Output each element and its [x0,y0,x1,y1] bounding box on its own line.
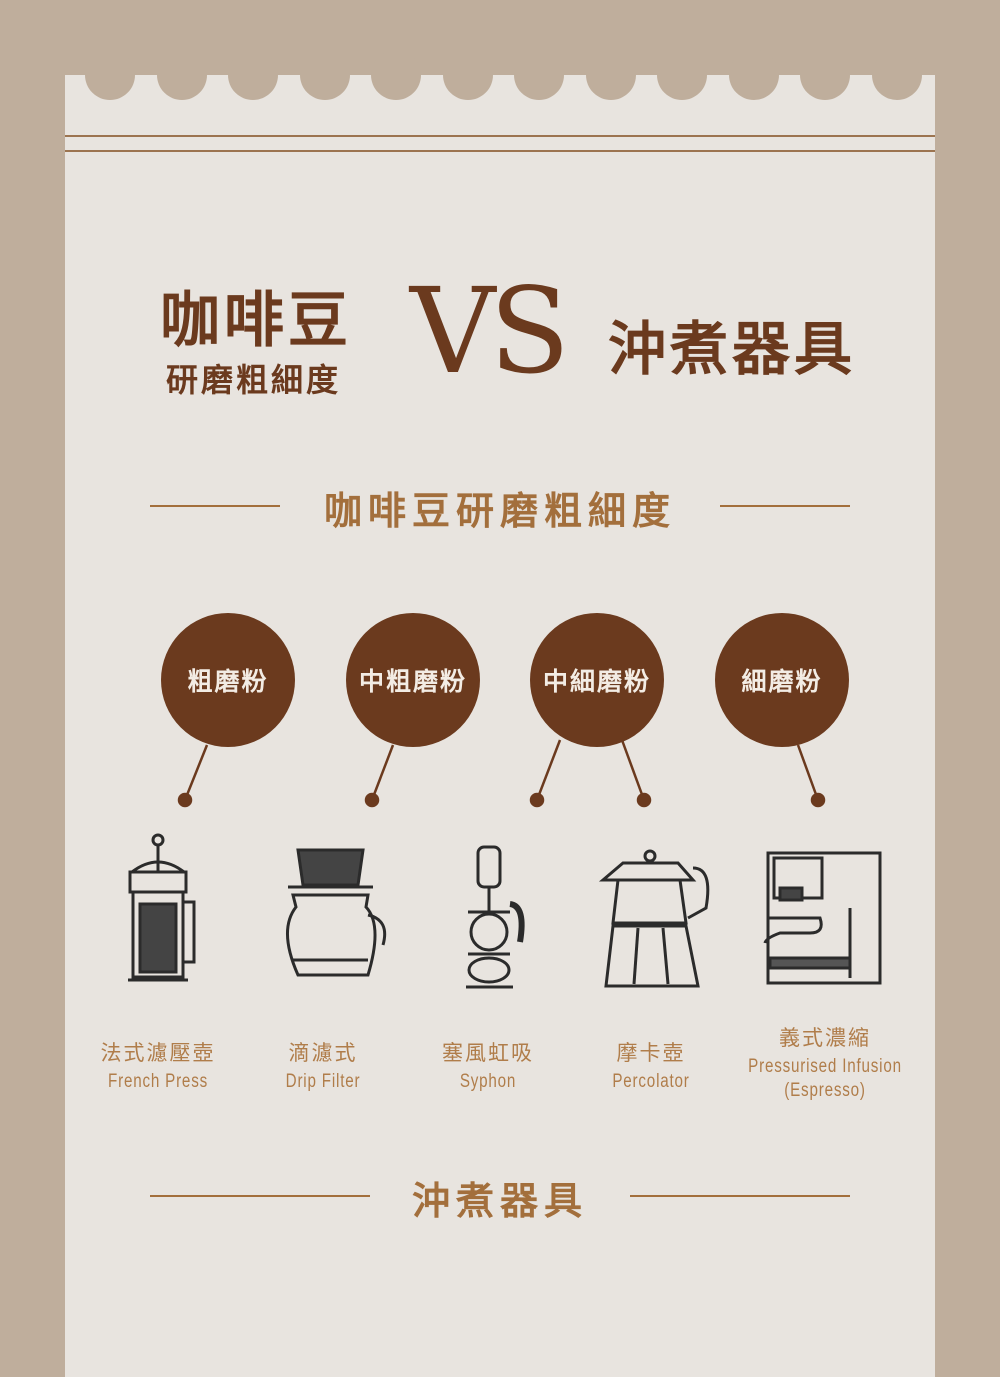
section-line [630,1195,850,1197]
scallop-edge [156,50,207,100]
scallop-edge [442,50,493,100]
vs-text: VS [410,262,570,400]
scallop-edge [585,50,636,100]
french-press-icon [128,833,196,982]
brewer-zh: 塞風虹吸 [442,1041,534,1065]
scallop-edge [800,50,850,100]
brewer-zh: 摩卡壺 [616,1041,686,1065]
right-title: 沖煮器具 [608,315,857,383]
grind-coarse: 粗磨粉 [161,613,295,747]
brewer-zh: 義式濃縮 [779,1026,871,1050]
brewer-en: Pressurised Infusion [748,1056,902,1077]
drip-filter-icon [286,848,387,977]
brewer-syphon: 塞風虹吸 Syphon [442,1037,534,1093]
section-line [150,505,280,507]
brewer-en: Syphon [459,1071,517,1092]
syphon-icon [466,845,525,989]
grind-fine: 細磨粉 [715,613,849,747]
scallop-edge [85,50,135,100]
scallop-edge [514,50,564,100]
brewer-french-press: 法式濾壓壺 French Press [96,1037,221,1093]
brewer-en: French Press [108,1071,208,1092]
divider-line [65,135,935,137]
divider-line [65,150,935,152]
scallop-edge [871,50,922,100]
scallop-edge [657,50,707,100]
espresso-machine-icon [763,851,882,985]
scallop-edge [299,50,350,100]
brewer-en: Percolator [612,1071,690,1092]
brewer-drip-filter: 滴濾式 Drip Filter [276,1037,369,1093]
brewer-percolator: 摩卡壺 Percolator [603,1037,700,1093]
brewer-en-sub: (Espresso) [784,1080,866,1101]
moka-pot-icon [598,849,710,988]
brewer-en: Drip Filter [285,1071,361,1092]
section-title-grind: 咖啡豆研磨粗細度 [323,489,677,533]
grind-medium-coarse: 中粗磨粉 [346,613,480,747]
grind-medium-fine: 中細磨粉 [530,613,664,747]
brewer-zh: 滴濾式 [288,1041,358,1065]
section-title-brewers: 沖煮器具 [411,1179,589,1223]
scallop-edge [228,50,278,100]
left-subtitle: 研磨粗細度 [166,361,342,399]
brewer-zh: 法式濾壓壺 [100,1041,216,1065]
scallop-edge [371,50,421,100]
left-title: 咖啡豆 [160,286,352,356]
scallop-edge [728,50,779,100]
brewer-espresso: 義式濃縮 Pressurised Infusion (Espresso) [729,1022,921,1102]
section-line [150,1195,370,1197]
section-line [720,505,850,507]
